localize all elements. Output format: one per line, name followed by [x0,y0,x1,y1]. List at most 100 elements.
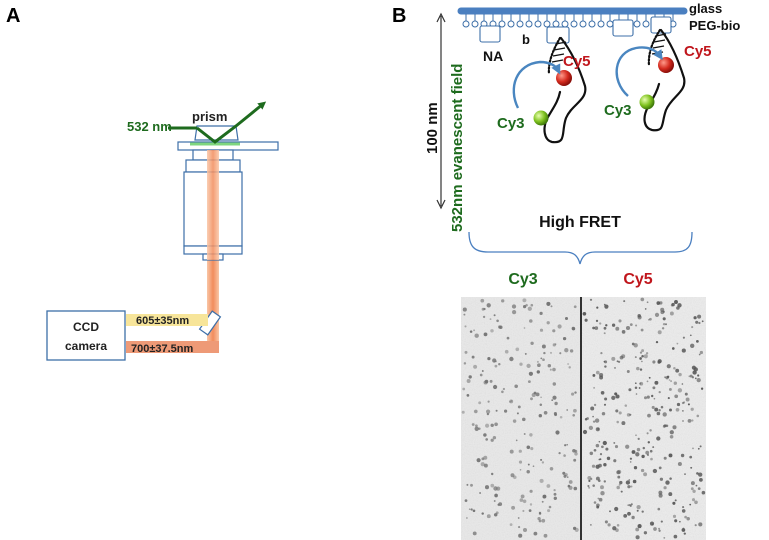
fluorescence-spot [678,372,682,377]
fluorescence-spot [658,493,663,498]
fluorescence-spot [628,388,632,392]
fluorescence-spot [593,448,597,452]
fluorescence-spot [663,486,667,490]
fluorescence-spot [462,387,466,391]
fluorescence-spot [499,325,503,330]
fluorescence-spot [677,461,682,467]
fluorescence-spot [468,508,471,511]
fluorescence-spot [492,358,497,363]
fluorescence-spot [621,330,626,334]
fluorescence-spot [588,479,591,482]
fluorescence-spot [476,458,481,463]
fluorescence-spot [473,364,478,369]
na-label: NA [483,48,503,64]
panel-b-letter: B [392,5,406,27]
fluorescence-spot [559,415,563,419]
fluorescence-spot [480,462,485,467]
fluorescence-spot [549,467,554,471]
fluorescence-spot [514,384,518,389]
fluorescence-spot [629,461,632,463]
fluorescence-spot [639,381,644,386]
fluorescence-spot [603,480,606,483]
fluorescence-spot [640,328,644,332]
fluorescence-spot [529,319,533,323]
fluorescence-spot [465,517,468,519]
fluorescence-spot [611,356,616,361]
filter-605-label: 605±35nm [136,315,189,327]
fluorescence-spot [630,485,633,488]
fluorescence-spot [626,413,631,417]
fluorescence-spot [554,343,557,346]
fluorescence-spot [490,472,494,476]
fluorescence-spot [475,424,478,428]
high-fret-label: High FRET [539,214,621,231]
fluorescence-spot [483,332,488,337]
fluorescence-spot [645,450,650,455]
fluorescence-spot [648,376,651,379]
fluorescence-spot [682,527,685,530]
fluorescence-spot [656,301,661,305]
fluorescence-spot [614,366,616,369]
fluorescence-spot [696,472,699,475]
fluorescence-spot [522,509,525,513]
fluorescence-spot [672,425,677,430]
fluorescence-spot [494,493,498,498]
fluorescence-spot [522,499,527,504]
fluorescence-spot [523,433,526,435]
fluorescence-spot [592,415,594,418]
fluorescence-spot [600,491,605,496]
fluorescence-spot [502,387,506,391]
fluorescence-spot [522,417,526,422]
fluorescence-spot [625,480,631,485]
fluorescence-spot [539,328,544,332]
fluorescence-spot [541,518,546,523]
peg-head [516,20,524,28]
fluorescence-spot [620,490,623,493]
fluorescence-spot [647,441,650,444]
fluorescence-spot [553,488,556,492]
fluorescence-spot [546,321,550,325]
fluorescence-spot [596,503,600,508]
fluorescence-spot [563,454,566,457]
fluorescence-spot [552,329,556,333]
fluorescence-spot [486,514,491,519]
fluorescence-spot [582,429,588,435]
fluorescence-spot [699,478,703,482]
fluorescence-spot [553,492,557,496]
fluorescence-spot [668,379,671,381]
fluorescence-spot [525,303,528,307]
fluorescence-spot [549,368,552,371]
fluorescence-spot [501,390,504,394]
fluorescence-spot [614,506,619,512]
fluorescence-spot [637,313,641,318]
fluorescence-spot [644,308,647,310]
fluorescence-spot [681,383,684,385]
laser-label: 532 nm [127,119,172,134]
fluorescence-spot [547,509,551,513]
fluorescence-spot [481,307,485,311]
duplex-hatch-1 [551,41,567,63]
fluorescence-spot [493,500,496,502]
fluorescence-spot [599,452,603,456]
fluorescence-spot [509,400,511,403]
fluorescence-spot [519,468,522,471]
fluorescence-spot [698,353,701,356]
fluorescence-spot [666,364,671,369]
fluorescence-spot [701,320,704,323]
fluorescence-spot [533,531,538,536]
filter-700-label: 700±37.5nm [131,343,194,355]
fluorescence-spot [669,430,674,435]
fluorescence-spot [543,410,548,415]
fluorescence-spot [629,323,633,326]
fluorescence-spot [494,422,498,427]
fluorescence-spot [542,494,547,499]
fluorescence-spot [599,458,602,461]
fluorescence-spot [599,322,602,325]
fluorescence-spot [548,505,552,509]
fluorescence-spot [552,367,556,372]
fluorescence-spot [669,477,672,480]
fluorescence-spot [644,396,647,400]
dna-molecule-2 [643,28,686,132]
fluorescence-spot [686,517,690,521]
fluorescence-spot [656,411,661,416]
